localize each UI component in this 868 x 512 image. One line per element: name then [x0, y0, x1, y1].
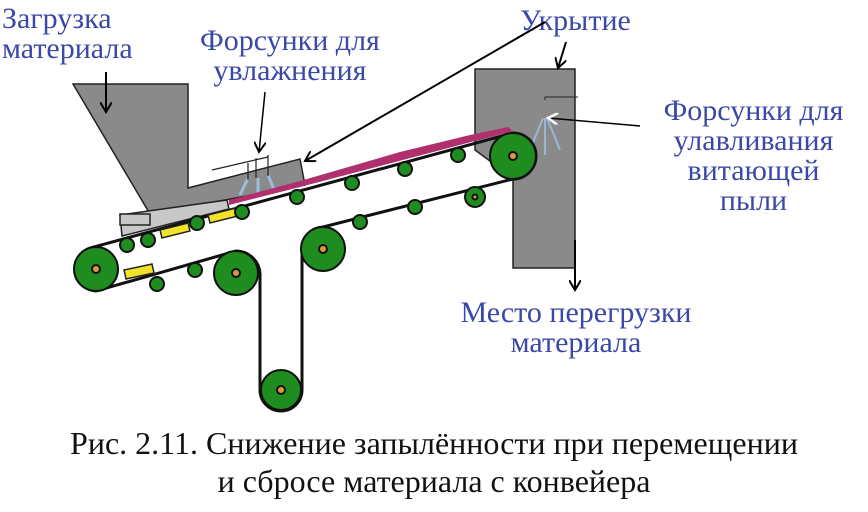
- idler-roller: [140, 232, 156, 248]
- label-humid-line2: увлажнения: [213, 54, 367, 87]
- idler-roller: [234, 204, 250, 220]
- label-dust-line4: пыли: [719, 184, 788, 217]
- idler-hub: [471, 193, 479, 201]
- label-humid-line1: Форсунки для: [200, 24, 380, 57]
- idler-roller: [407, 199, 423, 215]
- pulley-hub: [91, 264, 101, 274]
- pulley-hub: [276, 385, 286, 395]
- idler-roller: [352, 214, 368, 230]
- idler-roller: [344, 175, 360, 191]
- idler-roller: [189, 215, 205, 231]
- idler-roller: [187, 262, 203, 278]
- figure-caption-line1: Рис. 2.11. Снижение запылённости при пер…: [70, 425, 798, 461]
- label-transfer-line2: материала: [510, 326, 642, 359]
- label-cover: Укрытие: [520, 4, 631, 37]
- humid-nozzle-rack: [211, 155, 269, 180]
- label-transfer-line1: Место перегрузки: [460, 296, 692, 329]
- label-dust-line1: Форсунки для: [663, 94, 844, 127]
- idler-roller: [450, 147, 466, 163]
- idler-roller: [289, 189, 305, 205]
- idler-roller: [119, 237, 135, 253]
- pulley-hub: [508, 151, 518, 161]
- label-dust-line2: улавливания: [673, 124, 834, 157]
- label-loading-line2: материала: [2, 32, 133, 65]
- label-loading-line1: Загрузка: [2, 2, 112, 35]
- skirt-plate: [119, 213, 151, 226]
- figure-caption-line2: и сбросе материала с конвейера: [217, 463, 651, 499]
- idler-roller: [397, 161, 413, 177]
- idler-roller: [149, 276, 165, 292]
- label-dust-line3: витающей: [687, 154, 820, 187]
- pulley-hub: [231, 268, 241, 278]
- pulley-hub: [318, 244, 328, 254]
